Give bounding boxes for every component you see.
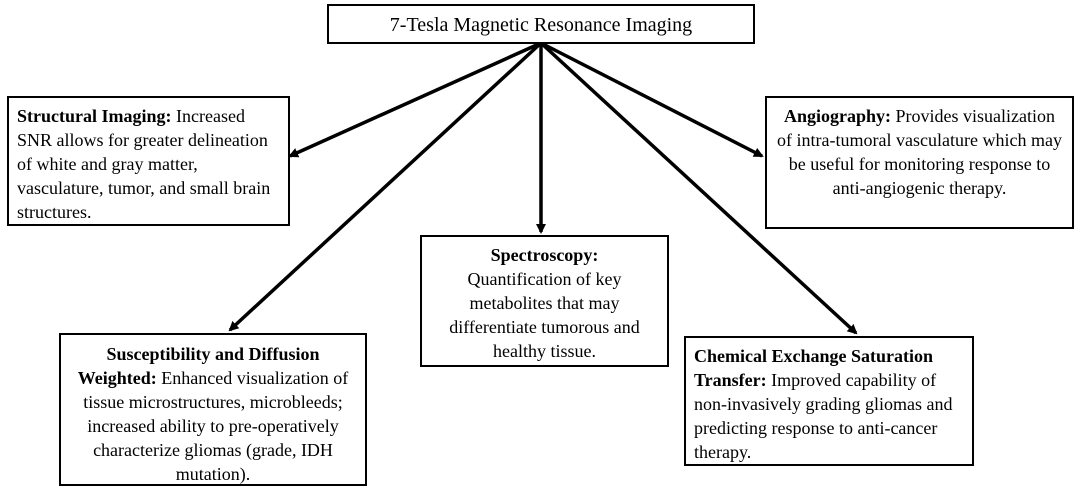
arrow-to-angiography [540, 41, 764, 158]
arrow-to-structural [288, 41, 542, 158]
angiography-body: Provides visualization of intra-tumoral … [777, 106, 1062, 198]
cest-body: Improved capability of non-invasively gr… [694, 370, 953, 462]
diagram-title: 7-Tesla Magnetic Resonance Imaging [389, 14, 693, 36]
title-box: 7-Tesla Magnetic Resonance Imaging [327, 4, 755, 44]
cest-box: Chemical Exchange Saturation Transfer: I… [684, 336, 974, 466]
susceptibility-diffusion-box: Susceptibility and Diffusion Weighted: E… [59, 333, 367, 486]
spectroscopy-heading: Spectroscopy: [490, 245, 599, 265]
cest-heading: Chemical Exchange Saturation Transfer: [694, 346, 934, 390]
susceptibility-heading: Susceptibility and Diffusion Weighted: [77, 344, 320, 388]
spectroscopy-body: Quantification of key metabolites that m… [449, 269, 640, 361]
structural-imaging-box: Structural Imaging: Increased SNR allows… [7, 96, 290, 226]
susceptibility-body: Enhanced visualization of tissue microst… [83, 368, 349, 484]
structural-heading: Structural Imaging: [17, 106, 172, 126]
spectroscopy-box: Spectroscopy: Quantification of key metab… [420, 235, 669, 367]
angiography-heading: Angiography: [784, 106, 892, 126]
angiography-box: Angiography: Provides visualization of i… [765, 96, 1074, 229]
arrow-to-cest [539, 41, 858, 335]
arrow-to-susceptibility [228, 41, 543, 332]
structural-body: Increased SNR allows for greater delinea… [17, 106, 271, 222]
